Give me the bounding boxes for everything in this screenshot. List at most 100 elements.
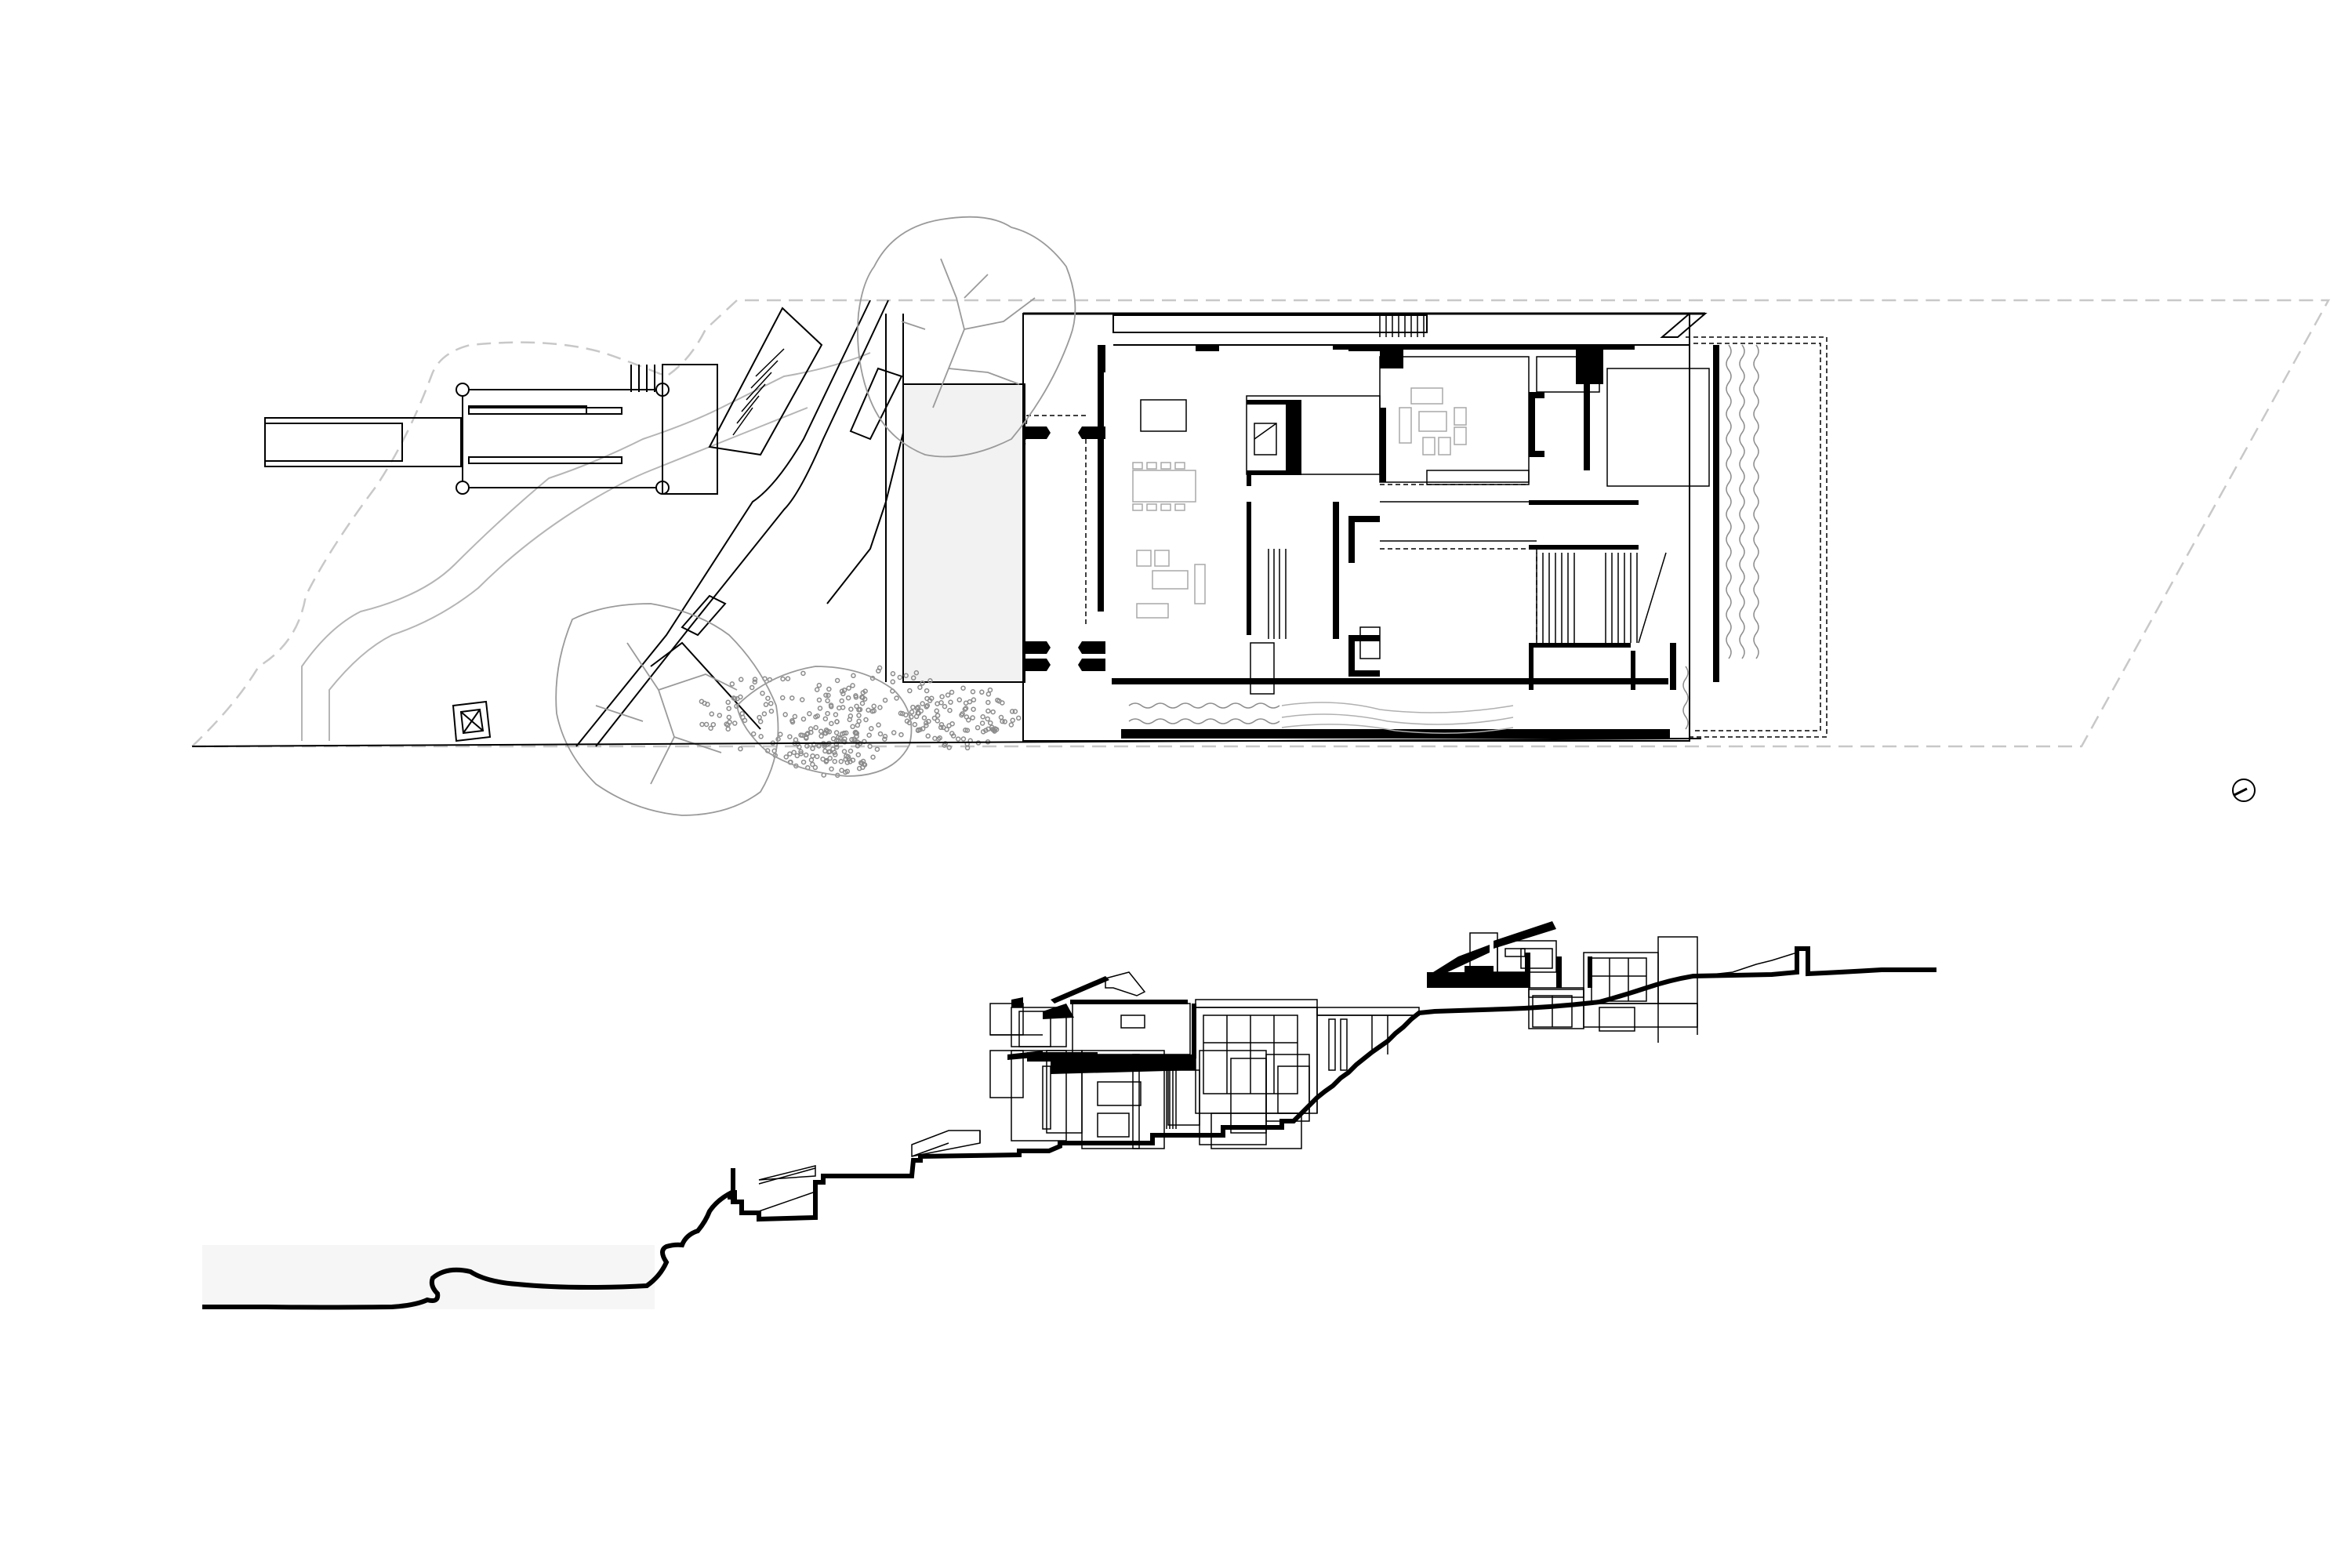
trees bbox=[555, 216, 1076, 816]
shrub-dot bbox=[834, 677, 840, 684]
shrub-dot bbox=[708, 725, 713, 731]
shrub-dot bbox=[856, 713, 862, 718]
jetty-steps bbox=[630, 365, 655, 392]
shrub-dot bbox=[839, 698, 844, 704]
shrub-dot bbox=[738, 677, 744, 682]
shrub-dot bbox=[942, 742, 947, 748]
shrub-dot bbox=[827, 755, 833, 761]
shrub-dot bbox=[834, 719, 840, 724]
shrub-dot bbox=[787, 734, 793, 739]
shrub-dot bbox=[871, 703, 877, 710]
shrub-dot bbox=[882, 736, 887, 742]
shrub-dot bbox=[866, 732, 872, 738]
shrub-dot bbox=[938, 724, 944, 731]
shrub-dot bbox=[1015, 715, 1022, 721]
shrub-dot bbox=[803, 752, 809, 758]
shrub-dot bbox=[810, 753, 815, 759]
shrub-dot bbox=[750, 731, 757, 737]
shrub-dot bbox=[768, 701, 774, 706]
shrub-dot bbox=[837, 705, 842, 711]
top-stair bbox=[1379, 315, 1425, 337]
shrub-dot bbox=[870, 754, 876, 760]
shrub-dot bbox=[985, 699, 991, 706]
site-floor-plan bbox=[191, 216, 2331, 816]
west-doors bbox=[1023, 426, 1105, 671]
section-lower-building bbox=[989, 1003, 1310, 1149]
shrub-dot bbox=[727, 719, 732, 725]
shrub-dot bbox=[703, 721, 710, 728]
shrub-dot bbox=[710, 721, 717, 728]
shrub-dot bbox=[855, 743, 861, 749]
shrub-dot bbox=[935, 713, 941, 718]
shrub-dot bbox=[758, 734, 764, 739]
shrub-dot bbox=[853, 731, 858, 736]
shrub-dot bbox=[903, 712, 909, 718]
shrub-dot bbox=[975, 724, 981, 731]
shrub-dot bbox=[912, 721, 918, 728]
shrub-dot bbox=[856, 707, 862, 713]
shrub-dot bbox=[963, 706, 969, 711]
shrub-dot bbox=[920, 681, 925, 686]
shrub-dot bbox=[752, 679, 758, 685]
shrub-dot bbox=[874, 746, 880, 752]
shrub-dot bbox=[699, 721, 705, 728]
shrub-dot bbox=[862, 688, 868, 694]
shrub-dot bbox=[939, 694, 945, 699]
shrub-dot bbox=[800, 716, 807, 722]
plan-baseline bbox=[191, 738, 1702, 747]
shrub-dot bbox=[808, 757, 815, 763]
shrub-dot bbox=[818, 733, 824, 739]
shrub-dot bbox=[732, 720, 738, 726]
shrub-dot bbox=[862, 696, 868, 702]
shrub-dot bbox=[946, 745, 952, 750]
shrub-dot bbox=[725, 699, 731, 706]
shrub-dot bbox=[813, 714, 818, 720]
shrub-dot bbox=[890, 679, 896, 684]
shrub-dot bbox=[738, 746, 743, 752]
shrub-dot bbox=[891, 730, 897, 735]
shrub-dot bbox=[848, 748, 854, 754]
shrub-dot bbox=[985, 691, 992, 697]
shrub-dot bbox=[913, 670, 920, 676]
shrub-dot bbox=[882, 697, 888, 703]
shrub-dot bbox=[833, 752, 838, 757]
tree-south bbox=[555, 603, 779, 816]
shrub-dot bbox=[903, 673, 909, 678]
plan-view-label: plan bbox=[0, 0, 2, 1]
shrub-dot bbox=[726, 714, 732, 720]
shrub-dot bbox=[993, 727, 1000, 732]
shrub-dot bbox=[998, 714, 1004, 720]
shrub-dot bbox=[814, 753, 820, 760]
room-dashed-lines bbox=[1022, 336, 1828, 738]
shrub-dot bbox=[917, 684, 923, 690]
shrub-dot bbox=[1000, 718, 1005, 724]
shrub-dot bbox=[798, 749, 804, 755]
shrub-dot bbox=[760, 691, 765, 696]
shrub-dot bbox=[717, 713, 723, 718]
shrub-dot bbox=[956, 697, 963, 702]
shrub-dot bbox=[810, 761, 815, 768]
shrub-dot bbox=[787, 751, 793, 757]
shrub-dot bbox=[867, 743, 873, 750]
shrub-dot bbox=[963, 700, 969, 706]
shrub-dot bbox=[798, 751, 804, 757]
shrub-dot bbox=[980, 714, 985, 720]
interior-rooms bbox=[1140, 356, 1710, 695]
shrub-dot bbox=[877, 731, 884, 737]
shrub-dot bbox=[832, 758, 838, 764]
north-arrow-icon bbox=[2232, 779, 2256, 802]
shrub-dot bbox=[822, 716, 829, 722]
shrub-dot bbox=[729, 681, 735, 687]
building-section bbox=[202, 921, 1936, 1310]
shrub-dot bbox=[726, 706, 731, 711]
planting-hedges bbox=[1128, 344, 1759, 730]
section-stairs bbox=[1166, 1066, 1177, 1129]
shrub-dot bbox=[924, 723, 929, 728]
shrub-dot bbox=[699, 699, 705, 704]
shrub-dot bbox=[987, 687, 993, 693]
shrub-dot bbox=[851, 673, 856, 679]
shrub-dot bbox=[709, 711, 715, 717]
shrub-dot bbox=[926, 718, 931, 724]
shrub-dot bbox=[782, 712, 788, 717]
shrub-dot bbox=[924, 704, 930, 710]
